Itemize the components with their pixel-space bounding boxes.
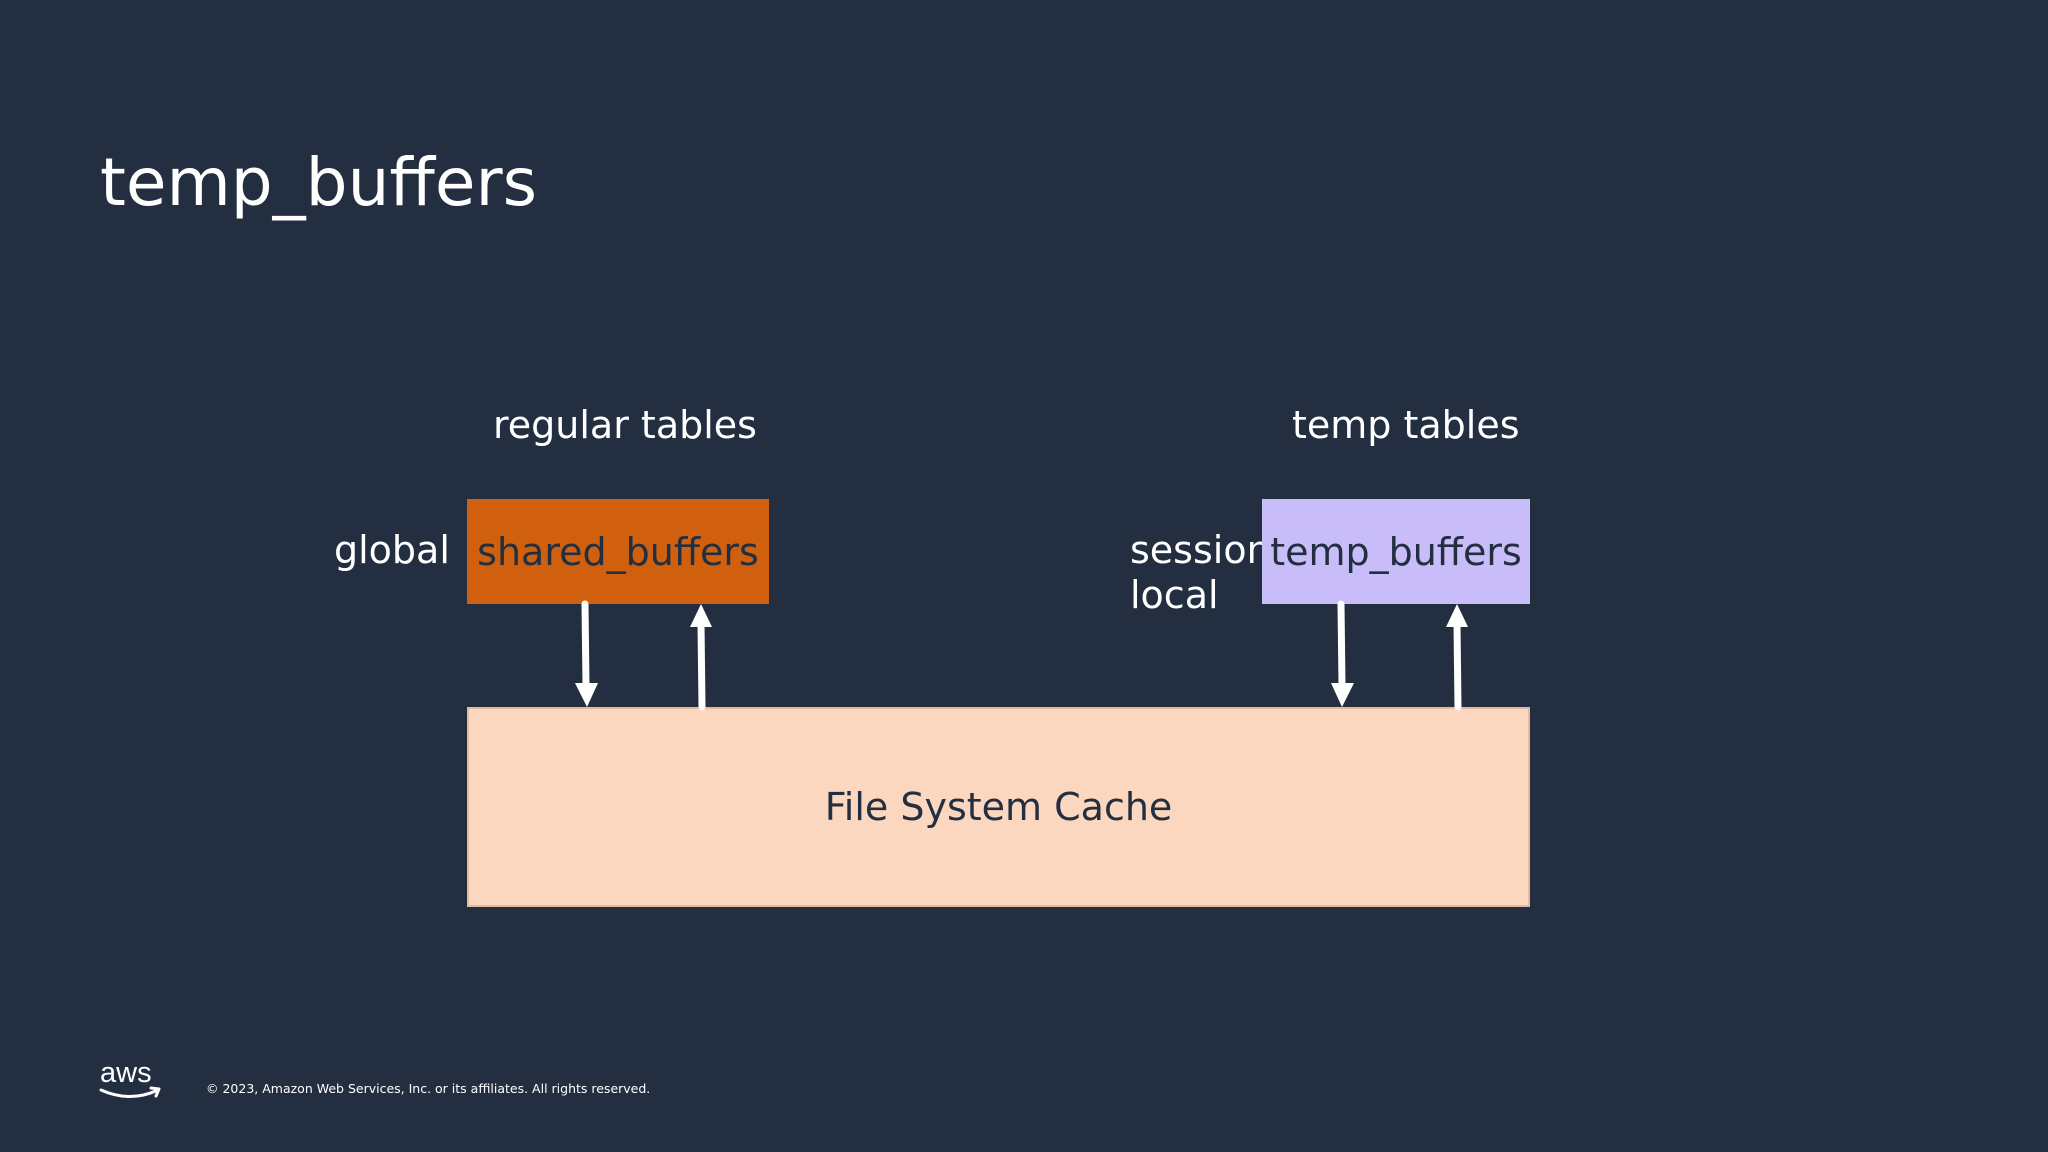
- shared-buffers-label: shared_buffers: [477, 529, 759, 574]
- aws-logo-icon: aws: [98, 1057, 164, 1108]
- temp-buffers-box: temp_buffers: [1262, 499, 1530, 604]
- shared-buffers-box: shared_buffers: [467, 499, 769, 604]
- arrow-down-icon: [1331, 600, 1354, 707]
- arrow-down-icon: [575, 600, 598, 707]
- slide-title: temp_buffers: [100, 144, 537, 221]
- global-label: global: [334, 528, 450, 572]
- temp-tables-label: temp tables: [1292, 403, 1520, 447]
- file-system-cache-box: File System Cache: [467, 707, 1530, 907]
- aws-logo-text: aws: [100, 1058, 152, 1089]
- temp-buffers-label: temp_buffers: [1270, 529, 1522, 574]
- regular-tables-label: regular tables: [493, 403, 757, 447]
- local-label: local: [1130, 573, 1219, 617]
- arrow-up-icon: [1446, 604, 1468, 711]
- file-system-cache-label: File System Cache: [824, 785, 1173, 829]
- session-label: session: [1130, 528, 1271, 572]
- copyright-notice: © 2023, Amazon Web Services, Inc. or its…: [206, 1081, 651, 1096]
- arrow-up-icon: [690, 604, 712, 711]
